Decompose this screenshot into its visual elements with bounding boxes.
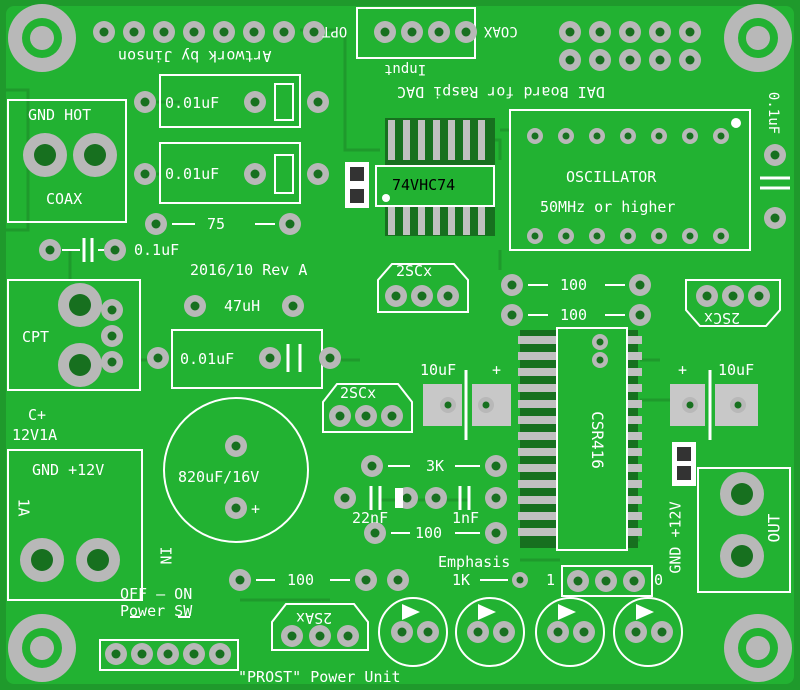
label-input: Input bbox=[384, 61, 427, 77]
res-100-b bbox=[501, 304, 651, 326]
cap-10uf-right bbox=[670, 370, 758, 440]
mounting-hole-bottom-right bbox=[724, 614, 792, 682]
label-plus-right: + bbox=[678, 361, 688, 379]
cap-c2 bbox=[134, 142, 329, 204]
label-emphasis: Emphasis bbox=[438, 553, 511, 571]
label-c-plus: C+ bbox=[28, 406, 47, 424]
label-opt: OPT bbox=[322, 23, 348, 39]
coax-connector-outline bbox=[7, 99, 127, 223]
capacitor-820uf bbox=[163, 397, 309, 543]
led-1 bbox=[378, 597, 448, 667]
label-rev: 2016/10 Rev A bbox=[190, 261, 308, 279]
label-coax-left: COAX bbox=[46, 190, 83, 208]
label-c1n: 1nF bbox=[452, 509, 480, 527]
power-input-connector bbox=[7, 449, 143, 601]
label-c22n: 22nF bbox=[352, 509, 389, 527]
label-cap-01uf-right: 0.1uF bbox=[765, 91, 782, 135]
emphasis-jumper bbox=[561, 565, 653, 597]
transistor-q1 bbox=[377, 263, 469, 313]
label-cap10-right: 10uF bbox=[718, 361, 755, 379]
transistor-q4 bbox=[271, 603, 369, 651]
label-dai: DAI Board for Raspi DAC bbox=[397, 83, 605, 101]
led-2 bbox=[455, 597, 525, 667]
label-off-on: OFF — ON bbox=[120, 585, 193, 603]
label-q4: 2SAx bbox=[296, 609, 333, 627]
res-100-d bbox=[229, 569, 409, 591]
ic-csr416 bbox=[518, 327, 642, 551]
mounting-hole-top-right bbox=[724, 4, 792, 72]
label-q2: 2SCx bbox=[340, 384, 377, 402]
label-ecap-plus: + bbox=[251, 500, 261, 518]
led-3 bbox=[535, 597, 605, 667]
label-c2: 0.01uF bbox=[165, 165, 220, 183]
label-ic-74: 74VHC74 bbox=[392, 176, 456, 194]
res-3k bbox=[361, 455, 507, 477]
label-zero: 0 bbox=[654, 571, 664, 589]
label-c1: 0.01uF bbox=[165, 94, 220, 112]
label-prost: "PROST" Power Unit bbox=[238, 668, 401, 686]
label-in: IN bbox=[156, 546, 175, 565]
label-ind: 47uH bbox=[224, 297, 261, 315]
cap-c3 bbox=[147, 329, 341, 389]
transistor-q2 bbox=[322, 383, 413, 433]
output-connector bbox=[672, 442, 791, 593]
transistor-q3 bbox=[685, 279, 781, 327]
label-plus-left: + bbox=[492, 361, 502, 379]
cap-01uf-left bbox=[39, 238, 126, 262]
mounting-hole-top-left bbox=[8, 4, 76, 72]
res-100-c bbox=[364, 522, 507, 544]
label-power-sw: Power SW bbox=[120, 602, 193, 620]
label-oscillator: OSCILLATOR bbox=[566, 168, 657, 186]
cap-1nf bbox=[425, 486, 507, 510]
label-osc-freq: 50MHz or higher bbox=[540, 198, 676, 216]
label-out: OUT bbox=[764, 513, 784, 543]
oscillator-footprint bbox=[509, 109, 751, 251]
label-q3: 2SCx bbox=[704, 309, 741, 327]
label-cap-01uf-left: 0.1uF bbox=[134, 241, 180, 259]
label-one: 1 bbox=[546, 571, 556, 589]
label-cap10-left: 10uF bbox=[420, 361, 457, 379]
res-75 bbox=[145, 213, 301, 235]
cap-c1 bbox=[134, 74, 329, 128]
label-r75: 75 bbox=[207, 215, 226, 233]
label-c-spec: 12V1A bbox=[12, 426, 58, 444]
label-csr: CSR416 bbox=[587, 411, 607, 469]
label-gnd-out: GND +12V bbox=[666, 501, 685, 574]
ic-74vhc74 bbox=[345, 118, 495, 236]
label-cpt: CPT bbox=[22, 328, 50, 346]
label-r1k: 1K bbox=[452, 571, 471, 589]
label-r100c: 100 bbox=[415, 524, 443, 542]
label-artwork: Artwork by Jinson bbox=[118, 47, 272, 65]
label-q1: 2SCx bbox=[396, 262, 433, 280]
label-gnd-12v: GND +12V bbox=[32, 461, 105, 479]
coax-hot-pad bbox=[73, 133, 117, 177]
label-coax-top: COAX bbox=[484, 23, 518, 39]
cap-01uf-right bbox=[760, 144, 790, 229]
res-100-a bbox=[501, 274, 651, 296]
power-switch bbox=[99, 616, 239, 671]
mounting-hole-bottom-left bbox=[8, 614, 76, 682]
label-c3: 0.01uF bbox=[180, 350, 235, 368]
label-ecap: 820uF/16V bbox=[178, 468, 260, 486]
res-1k bbox=[480, 572, 528, 588]
cap-22nf bbox=[334, 486, 418, 510]
label-r100d: 100 bbox=[287, 571, 315, 589]
label-r100b: 100 bbox=[560, 306, 588, 324]
cpt-connector bbox=[7, 279, 141, 391]
label-r3k: 3K bbox=[426, 457, 445, 475]
label-r100a: 100 bbox=[560, 276, 588, 294]
coax-gnd-pad bbox=[23, 133, 67, 177]
led-4 bbox=[613, 597, 683, 667]
label-amp: 1A bbox=[14, 498, 33, 517]
label-gnd-hot: GND HOT bbox=[28, 106, 92, 124]
cap-10uf-left bbox=[423, 370, 511, 440]
